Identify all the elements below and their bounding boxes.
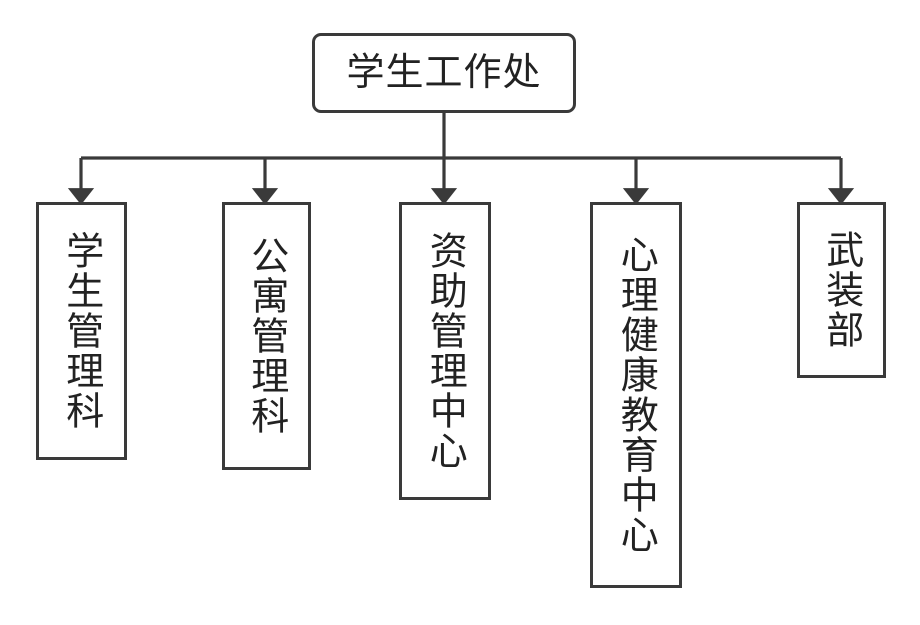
node-student-management-section[interactable]: 学生管理科 (36, 202, 127, 460)
node-financial-aid-management-center[interactable]: 资助管理中心 (399, 202, 491, 500)
node-armed-forces-department[interactable]: 武装部 (797, 202, 886, 378)
node-label: 资助管理中心 (423, 231, 468, 471)
node-label: 心理健康教育中心 (614, 235, 659, 555)
node-root-student-affairs-office[interactable]: 学生工作处 (312, 33, 576, 113)
node-apartment-management-section[interactable]: 公寓管理科 (222, 202, 311, 470)
node-mental-health-education-center[interactable]: 心理健康教育中心 (590, 202, 682, 588)
node-root-label: 学生工作处 (346, 50, 542, 95)
node-label: 学生管理科 (59, 231, 104, 431)
node-label: 公寓管理科 (244, 236, 289, 436)
node-label: 武装部 (819, 230, 864, 350)
